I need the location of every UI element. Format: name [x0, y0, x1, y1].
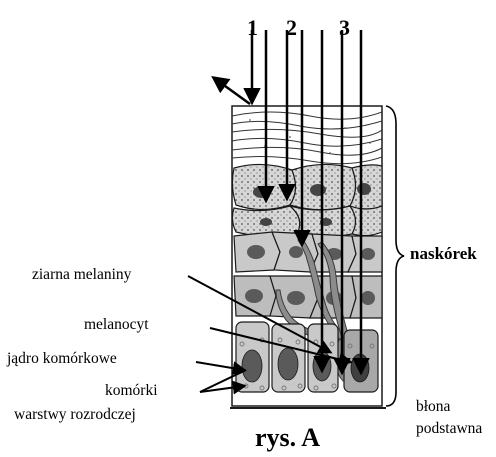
- stratum-granulosum: [232, 164, 382, 236]
- label-naskorek: naskórek: [410, 245, 477, 263]
- label-warstwy-rozrodczej: warstwy rozrodczej: [14, 406, 136, 424]
- label-jadro-komorkowe: jądro komórkowe: [7, 350, 117, 368]
- label-komorki: komórki: [105, 382, 158, 400]
- arrow-number-3: 3: [339, 16, 350, 40]
- arrow-number-1: 1: [247, 16, 258, 40]
- figure-caption: rys. A: [255, 424, 320, 452]
- ray-1-reflected: [214, 78, 250, 104]
- label-ziarna-melaniny: ziarna melaniny: [32, 266, 131, 284]
- label-podstawna: podstawna: [416, 420, 482, 438]
- epidermis-brace: [386, 106, 404, 406]
- arrow-number-2: 2: [286, 16, 297, 40]
- label-melanocyt: melanocyt: [84, 316, 149, 334]
- label-blona: błona: [416, 398, 450, 416]
